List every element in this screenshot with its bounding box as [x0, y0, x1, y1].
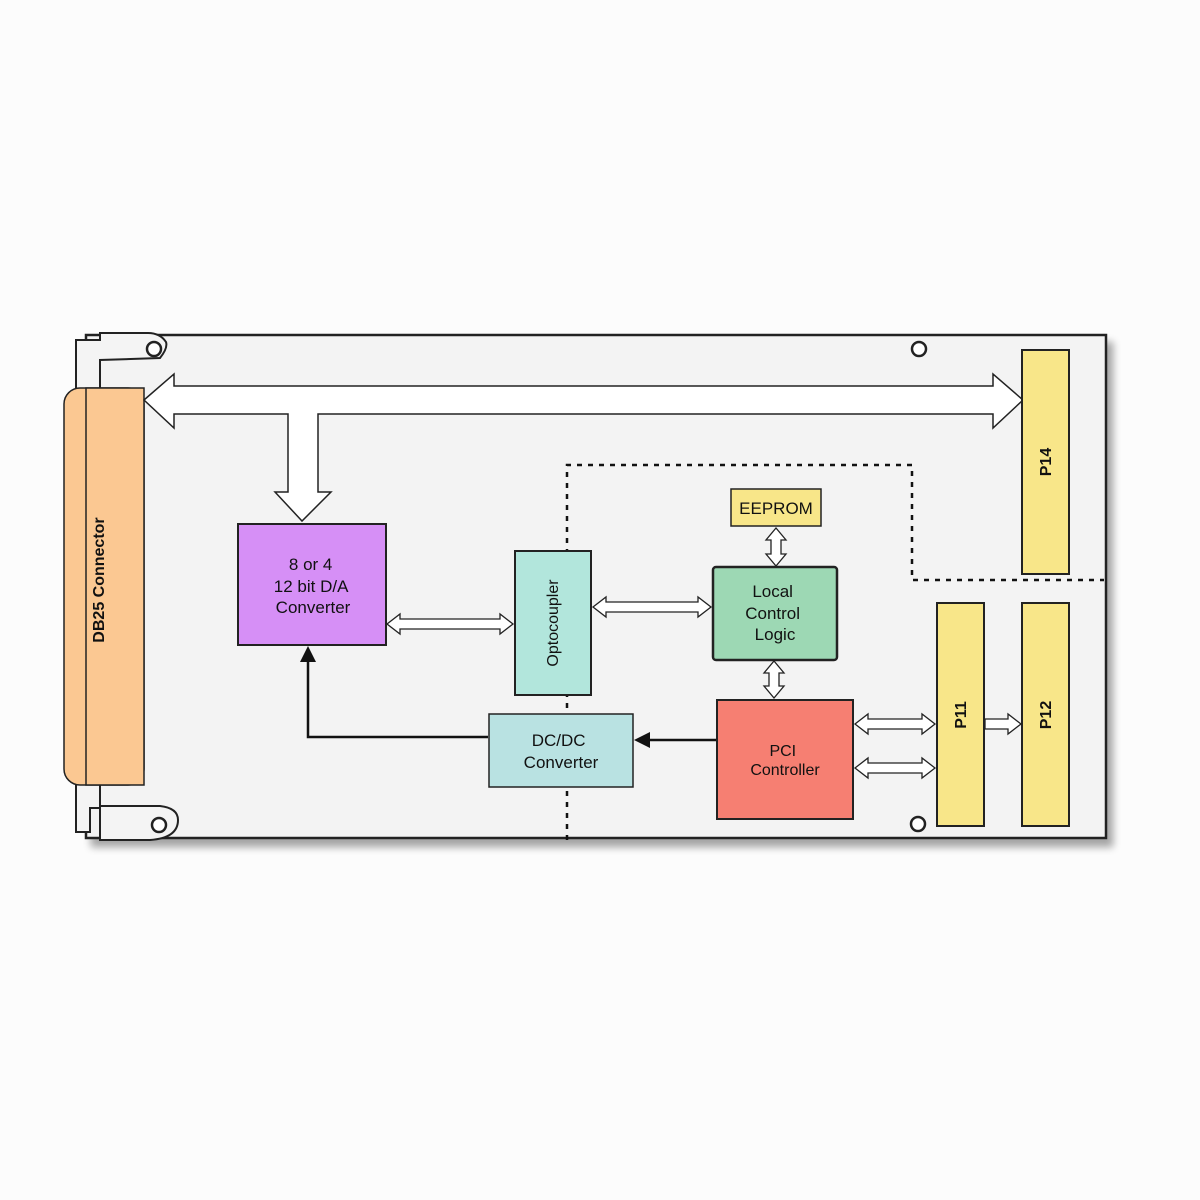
p11-connector	[936, 602, 985, 827]
optocoupler-block	[514, 550, 592, 696]
local-control-logic-label: Local Control Logic	[745, 582, 805, 644]
mount-hole	[909, 815, 927, 833]
p14-label: P14	[1038, 448, 1055, 477]
local-control-logic-line: Control	[745, 604, 800, 623]
da-converter-label: 8 or 4 12 bit D/A Converter	[274, 555, 352, 617]
p11-label: P11	[953, 701, 970, 729]
pci-controller-line: Controller	[750, 762, 820, 779]
da-converter-line: Converter	[276, 598, 351, 617]
pci-controller-label: PCI Controller	[750, 743, 820, 779]
dcdc-to-dac-arrowhead	[300, 646, 316, 662]
da-converter-line: 8 or 4	[289, 555, 332, 574]
p14-connector	[1021, 349, 1070, 575]
eeprom-lcl-arrow	[764, 526, 788, 568]
p12-label: P12	[1038, 701, 1055, 730]
dcdc-converter-line: Converter	[524, 753, 599, 772]
db25-connector-label: DB25 Connector	[91, 517, 108, 642]
local-control-logic-line: Logic	[755, 625, 796, 644]
mount-hole	[150, 816, 168, 834]
optocoupler-label: Optocoupler	[545, 579, 562, 667]
pci-to-dcdc-arrowhead	[634, 732, 650, 748]
opto-lcl-arrow	[591, 595, 713, 619]
pci-p11-arrow-lower	[853, 756, 937, 780]
eeprom-label: EEPROM	[739, 499, 813, 518]
mount-hole	[145, 340, 163, 358]
lcl-pci-arrow	[762, 659, 786, 700]
eeprom-block	[730, 488, 822, 527]
pci-controller-block	[716, 699, 854, 820]
mount-hole	[910, 340, 928, 358]
p12-connector	[1021, 602, 1070, 827]
local-control-logic-block	[711, 565, 839, 662]
da-converter-line: 12 bit D/A	[274, 577, 349, 596]
bus-arrow	[142, 372, 1025, 523]
p11-p12-arrow	[984, 712, 1023, 736]
local-control-logic-line: Local	[752, 582, 793, 601]
pci-controller-line: PCI	[769, 743, 796, 760]
da-converter-block	[237, 523, 387, 646]
dcdc-converter-label: DC/DC Converter	[524, 731, 599, 772]
isolation-boundary	[565, 463, 1104, 840]
dcdc-to-dac-line	[306, 660, 488, 739]
pci-p11-arrow-upper	[853, 712, 937, 736]
dac-opto-arrow	[385, 612, 515, 636]
dcdc-converter-line: DC/DC	[532, 731, 586, 750]
dcdc-converter-block	[488, 713, 634, 788]
